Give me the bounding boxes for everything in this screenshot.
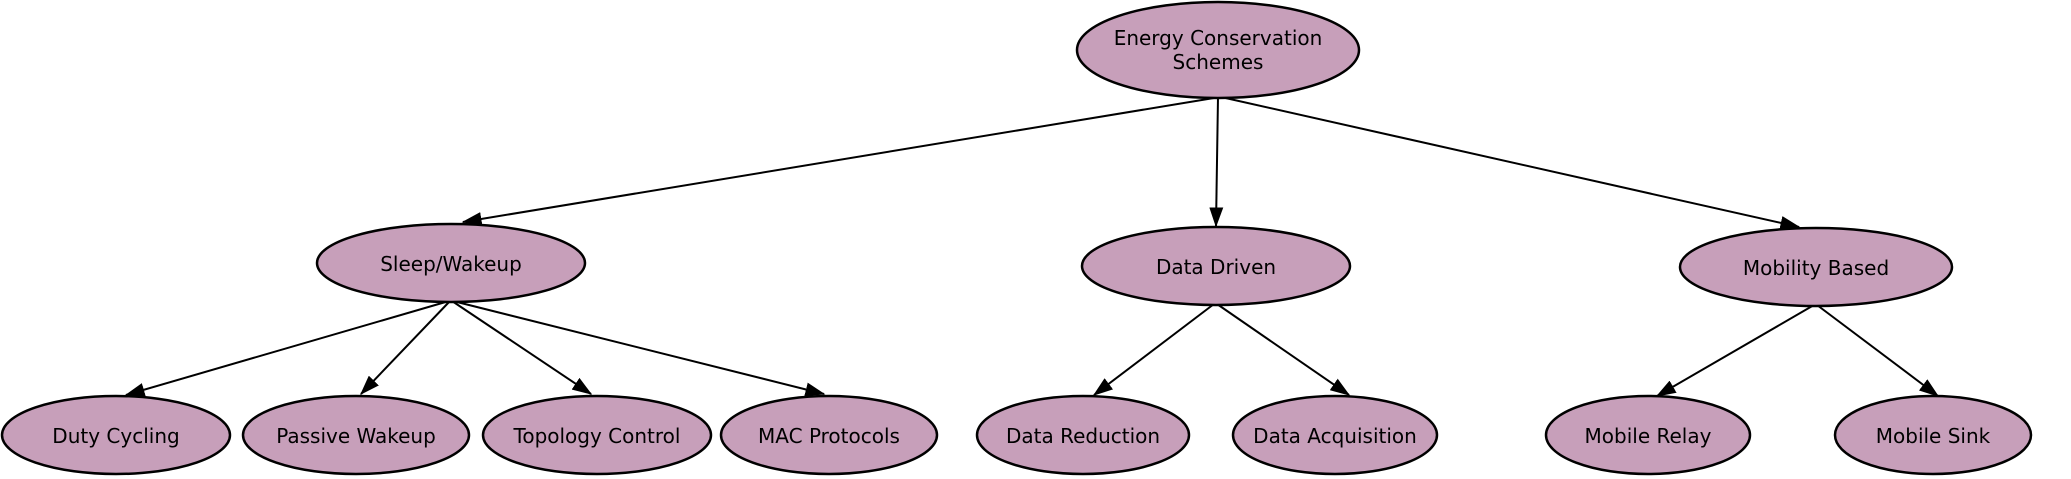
node-sleep-wakeup: Sleep/Wakeup bbox=[315, 222, 587, 304]
node-ellipse bbox=[1080, 225, 1352, 307]
node-mac-protocols: MAC Protocols bbox=[719, 394, 939, 476]
node-ellipse bbox=[1544, 394, 1752, 476]
edges bbox=[124, 96, 1940, 397]
node-mobility-based: Mobility Based bbox=[1678, 226, 1954, 308]
node-ellipse bbox=[0, 394, 232, 476]
node-ellipse bbox=[1833, 394, 2033, 476]
node-ellipse bbox=[719, 394, 939, 476]
node-ellipse bbox=[1678, 226, 1954, 308]
node-duty-cycling: Duty Cycling bbox=[0, 394, 232, 476]
node-ellipse bbox=[1231, 394, 1439, 476]
node-label: Mobility Based bbox=[1743, 256, 1889, 280]
edge-sleep-mac-protocols bbox=[452, 300, 826, 397]
node-ellipse bbox=[315, 222, 587, 304]
edge-sleep-duty-cycling bbox=[124, 300, 450, 397]
node-topology-control: Topology Control bbox=[481, 394, 713, 476]
node-label: MAC Protocols bbox=[758, 424, 900, 448]
node-ellipse bbox=[481, 394, 713, 476]
edge-data-data-acquisition bbox=[1216, 303, 1351, 396]
node-label: Data Driven bbox=[1156, 255, 1276, 279]
node-label-line2: Schemes bbox=[1173, 50, 1264, 74]
edge-data-data-reduction bbox=[1092, 303, 1215, 396]
node-data-reduction: Data Reduction bbox=[975, 394, 1191, 476]
edge-root-mobility-based bbox=[1220, 96, 1801, 230]
node-label-line1: Energy Conservation bbox=[1114, 26, 1323, 50]
node-label: Duty Cycling bbox=[52, 424, 179, 448]
node-data-acquisition: Data Acquisition bbox=[1231, 394, 1439, 476]
node-label: Topology Control bbox=[513, 424, 681, 448]
node-label: Mobile Sink bbox=[1876, 424, 1991, 448]
node-energy-conservation-schemes: Energy Conservation Schemes bbox=[1075, 0, 1361, 100]
node-data-driven: Data Driven bbox=[1080, 225, 1352, 307]
node-mobile-relay: Mobile Relay bbox=[1544, 394, 1752, 476]
node-label: Sleep/Wakeup bbox=[380, 252, 522, 276]
node-ellipse bbox=[975, 394, 1191, 476]
node-label: Mobile Relay bbox=[1585, 424, 1712, 448]
node-label: Data Acquisition bbox=[1253, 424, 1417, 448]
node-label: Data Reduction bbox=[1006, 424, 1160, 448]
node-passive-wakeup: Passive Wakeup bbox=[241, 394, 471, 476]
edge-mobility-mobile-sink bbox=[1816, 304, 1940, 397]
node-mobile-sink: Mobile Sink bbox=[1833, 394, 2033, 476]
edge-mobility-mobile-relay bbox=[1655, 304, 1815, 397]
edge-root-sleep-wakeup bbox=[461, 96, 1221, 226]
node-ellipse bbox=[241, 394, 471, 476]
edge-root-data-driven bbox=[1209, 96, 1224, 228]
node-ellipse bbox=[1075, 0, 1361, 100]
node-label: Passive Wakeup bbox=[276, 424, 436, 448]
edge-sleep-passive-wakeup bbox=[360, 300, 451, 396]
edge-sleep-topology-control bbox=[451, 300, 593, 395]
